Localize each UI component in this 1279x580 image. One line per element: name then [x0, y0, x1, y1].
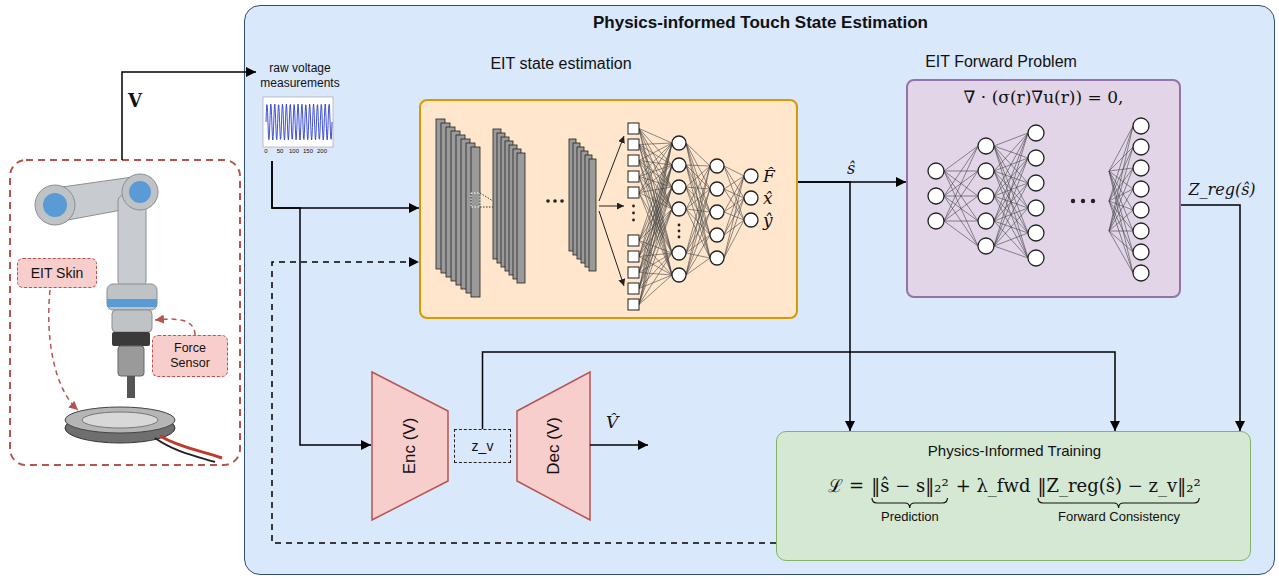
axis-tick: 0 — [256, 148, 276, 154]
network-box: EIT state estimationF̂x̂ŷ — [419, 49, 798, 319]
node-text: x̂ — [763, 188, 793, 208]
equation-row: ℒ = ‖ŝ − s‖₂² Prediction + λ_fwd ‖Z_reg(ŝ) −… — [777, 474, 1252, 524]
text-slot: 100 — [284, 148, 304, 154]
equation-term: ‖ŝ − s‖₂² Prediction — [871, 474, 948, 524]
equation-term: + λ_fwd — [956, 474, 1031, 497]
text-slot: EIT state estimation — [419, 55, 703, 73]
underbrace — [871, 497, 948, 509]
text-slot: F̂ — [763, 166, 793, 186]
axis-tick: 150 — [298, 148, 318, 154]
text-slot: V — [128, 90, 142, 111]
latent-box: z_v — [454, 429, 511, 463]
text-slot: ŷ — [763, 210, 793, 230]
node-text: raw voltage measurements — [259, 61, 341, 91]
box-frame — [906, 79, 1181, 298]
node-text: EIT Forward Problem — [906, 53, 1096, 71]
text-slot: Force Sensor — [153, 336, 227, 376]
node-text: Physics-informed Touch State Estimation — [245, 13, 1276, 33]
text-slot: Physics-informed Touch State Estimation — [245, 13, 1276, 33]
text-slot: 50 — [270, 148, 290, 154]
box-title: Physics-Informed Training — [777, 442, 1252, 459]
box-frame — [419, 99, 798, 319]
text-slot: ŝ — [845, 159, 857, 178]
text-slot: ∇ · (σ(r)∇u(r)) = 0, — [906, 87, 1181, 107]
axis-tick: 100 — [284, 148, 304, 154]
text-slot: z_v — [455, 430, 510, 462]
node-text: ŷ — [763, 210, 793, 230]
axis-tick: 50 — [270, 148, 290, 154]
text-slot: EIT Skin — [18, 259, 96, 287]
text-slot: 200 — [312, 148, 332, 154]
text-slot: raw voltage measurements — [259, 61, 341, 91]
robot-arm — [35, 174, 222, 462]
brace-label: Prediction — [881, 509, 939, 524]
signal-label: ŝ — [845, 159, 857, 178]
text-slot: 150 — [298, 148, 318, 154]
equation-text: + λ_fwd — [956, 474, 1031, 497]
equation-term: ‖Z_reg(ŝ) − z_v‖₂² Forward Consistency — [1037, 474, 1200, 524]
loss-box: Physics-Informed Training ℒ = ‖ŝ − s‖₂² Pre… — [776, 431, 1251, 561]
underbrace — [1037, 497, 1200, 509]
equation-text: ℒ = — [828, 474, 864, 497]
signal-label: V̂ — [606, 412, 618, 432]
equation-text: ‖ŝ − s‖₂² — [871, 474, 948, 497]
robot-frame — [10, 160, 240, 465]
leader-line — [155, 319, 195, 335]
pipeline-panel: raw voltage measurements EIT state estima… — [244, 5, 1275, 575]
signal-plot: raw voltage measurements — [259, 61, 341, 161]
signal-label: Z_reg(ŝ) — [1186, 180, 1257, 199]
text-slot: Physics-Informed Training — [777, 442, 1252, 459]
node-illustration — [419, 49, 798, 319]
node-text: Force Sensor — [153, 341, 227, 371]
node-text: z_v — [472, 438, 494, 455]
node-text: EIT state estimation — [419, 55, 703, 73]
text-slot: EIT Forward Problem — [906, 53, 1096, 71]
sensor-callout: EIT Skin — [17, 258, 97, 288]
node-text: Enc (V) — [400, 418, 420, 475]
node-text: F̂ — [763, 166, 793, 186]
sensor-callout: Force Sensor — [152, 335, 228, 377]
text-slot: Enc (V) — [371, 371, 449, 521]
signal-label: V — [128, 90, 142, 111]
text-slot: Dec (V) — [516, 371, 591, 521]
leader-line — [49, 290, 78, 410]
brace-label: Forward Consistency — [1058, 509, 1180, 524]
decoder-trapezoid: Dec (V) — [516, 371, 591, 521]
text-slot: 0 — [256, 148, 276, 154]
node-text: Dec (V) — [544, 417, 564, 475]
encoder-trapezoid: Enc (V) — [371, 371, 449, 521]
text-slot: x̂ — [763, 188, 793, 208]
equation-text: ‖Z_reg(ŝ) − z_v‖₂² — [1037, 474, 1200, 497]
signal-wire — [122, 72, 256, 160]
node-illustration — [906, 49, 1181, 298]
text-slot: V̂ — [606, 412, 618, 432]
network-box: EIT Forward Problem ∇ · (σ(r)∇u(r)) = 0, — [906, 49, 1181, 298]
axis-tick: 200 — [312, 148, 332, 154]
text-slot: Z_reg(ŝ) — [1186, 180, 1257, 199]
node-text: ∇ · (σ(r)∇u(r)) = 0, — [906, 87, 1181, 107]
equation-term: ℒ = — [828, 474, 864, 497]
node-text: EIT Skin — [31, 265, 84, 282]
